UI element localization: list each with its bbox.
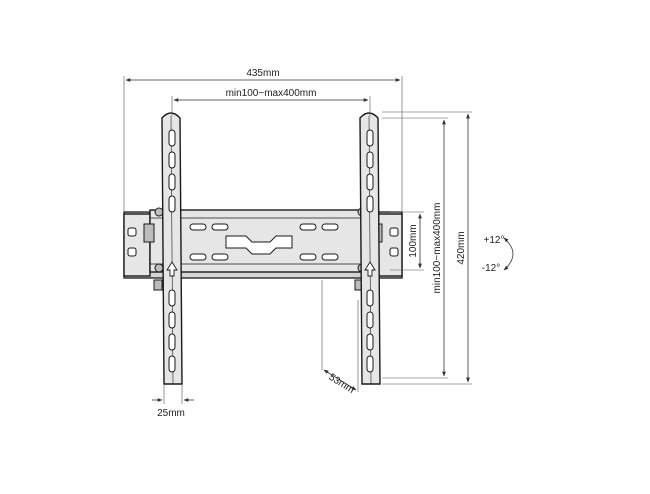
- arm-slot: [168, 311, 176, 329]
- arm-slot: [168, 333, 176, 351]
- vesa-vertical-label: min100~max400mm: [432, 203, 443, 294]
- arm-slot: [366, 311, 374, 329]
- dimension-bracket-width: 25mm: [152, 384, 194, 419]
- left-vertical-arm: [161, 112, 183, 385]
- tilt-indicator: +12° -12°: [482, 235, 514, 274]
- horizontal-rail: [127, 209, 399, 273]
- arm-slot: [168, 289, 176, 307]
- arm-slot: [366, 173, 374, 191]
- tilt-up-label: +12°: [484, 235, 505, 246]
- arm-slot: [366, 355, 374, 373]
- arm-slot: [168, 151, 176, 169]
- vesa-horizontal-label: min100~max400mm: [226, 88, 317, 99]
- bracket-width-label: 25mm: [157, 408, 185, 419]
- arm-slot: [168, 355, 176, 373]
- dimension-overall-height: 420mm: [382, 111, 472, 385]
- rail-height-label: 100mm: [408, 224, 419, 257]
- dimension-rail-height: 100mm: [390, 211, 424, 271]
- arm-slot: [366, 195, 374, 213]
- arm-slot: [168, 195, 176, 213]
- dimension-depth: 53mm: [321, 280, 359, 396]
- arm-slot: [366, 289, 374, 307]
- arm-slot: [366, 151, 374, 169]
- dimension-vesa-horizontal: min100~max400mm: [171, 88, 371, 116]
- tilt-down-label: -12°: [482, 263, 500, 274]
- dimension-vesa-vertical: min100~max400mm: [382, 117, 448, 379]
- dimension-overall-width: 435mm: [123, 68, 403, 212]
- arm-slot: [366, 333, 374, 351]
- depth-label: 53mm: [327, 372, 356, 396]
- arm-slot: [168, 173, 176, 191]
- overall-height-label: 420mm: [456, 231, 467, 264]
- overall-width-label: 435mm: [246, 68, 279, 79]
- arm-slot: [168, 129, 176, 147]
- right-vertical-arm: [359, 112, 381, 385]
- arm-slot: [366, 129, 374, 147]
